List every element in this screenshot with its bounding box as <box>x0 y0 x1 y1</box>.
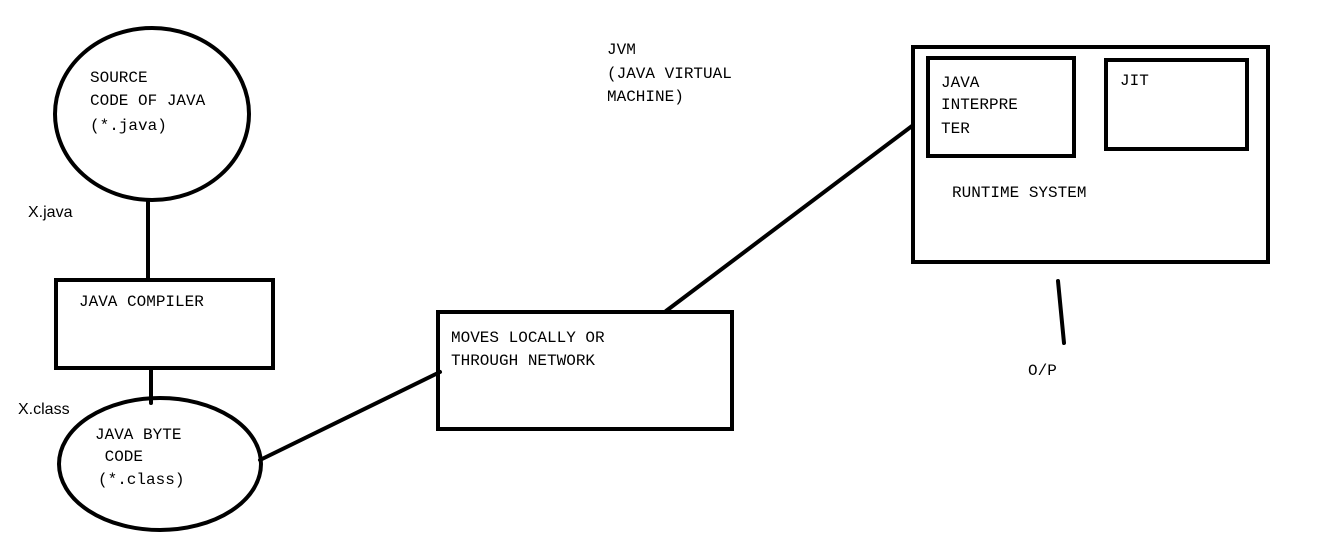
interpreter-line-1: JAVA <box>941 74 980 92</box>
source-code-line-3: (*.java) <box>90 117 167 135</box>
edge-label-x-class: X.class <box>18 401 70 418</box>
jvm-heading: JVM (JAVA VIRTUAL MACHINE) <box>607 41 741 106</box>
network-transfer-node <box>436 310 734 431</box>
source-code-node <box>53 26 251 202</box>
jit-label: JIT <box>1120 72 1149 90</box>
interpreter-line-3: TER <box>941 120 970 138</box>
edge-bytecode-to-network <box>258 370 442 462</box>
edge-network-to-jvm <box>664 124 914 313</box>
jvm-runtime-box <box>911 45 1270 264</box>
edge-label-x-java: X.java <box>28 204 73 221</box>
output-label: O/P <box>1028 362 1057 380</box>
source-code-line-1: SOURCE <box>90 69 148 87</box>
java-compiler-label: JAVA COMPILER <box>79 293 204 311</box>
jit-node <box>1104 58 1249 151</box>
byte-code-line-3: (*.class) <box>98 471 184 489</box>
java-interpreter-node <box>926 56 1076 158</box>
byte-code-label: JAVA BYTE CODE (*.class) <box>0 0 229 489</box>
runtime-system-label: RUNTIME SYSTEM <box>952 184 1086 202</box>
java-interpreter-label: JAVA INTERPRE TER <box>941 74 1027 138</box>
interpreter-line-2: INTERPRE <box>941 96 1018 114</box>
byte-code-node <box>57 396 263 532</box>
java-compiler-node <box>54 278 275 370</box>
byte-code-line-2: CODE <box>95 448 143 466</box>
jvm-line-2: (JAVA VIRTUAL <box>607 65 732 83</box>
network-line-2: THROUGH NETWORK <box>451 352 595 370</box>
source-code-label: SOURCE CODE OF JAVA (*.java) <box>90 69 215 135</box>
network-line-1: MOVES LOCALLY OR <box>451 329 605 347</box>
source-code-line-2: CODE OF JAVA <box>90 92 206 110</box>
jvm-line-1: JVM <box>607 41 636 59</box>
edge-jvm-to-output <box>1056 279 1066 345</box>
network-transfer-label: MOVES LOCALLY OR THROUGH NETWORK <box>451 329 614 370</box>
jvm-line-3: MACHINE) <box>607 88 684 106</box>
byte-code-line-1: JAVA BYTE <box>95 426 181 444</box>
